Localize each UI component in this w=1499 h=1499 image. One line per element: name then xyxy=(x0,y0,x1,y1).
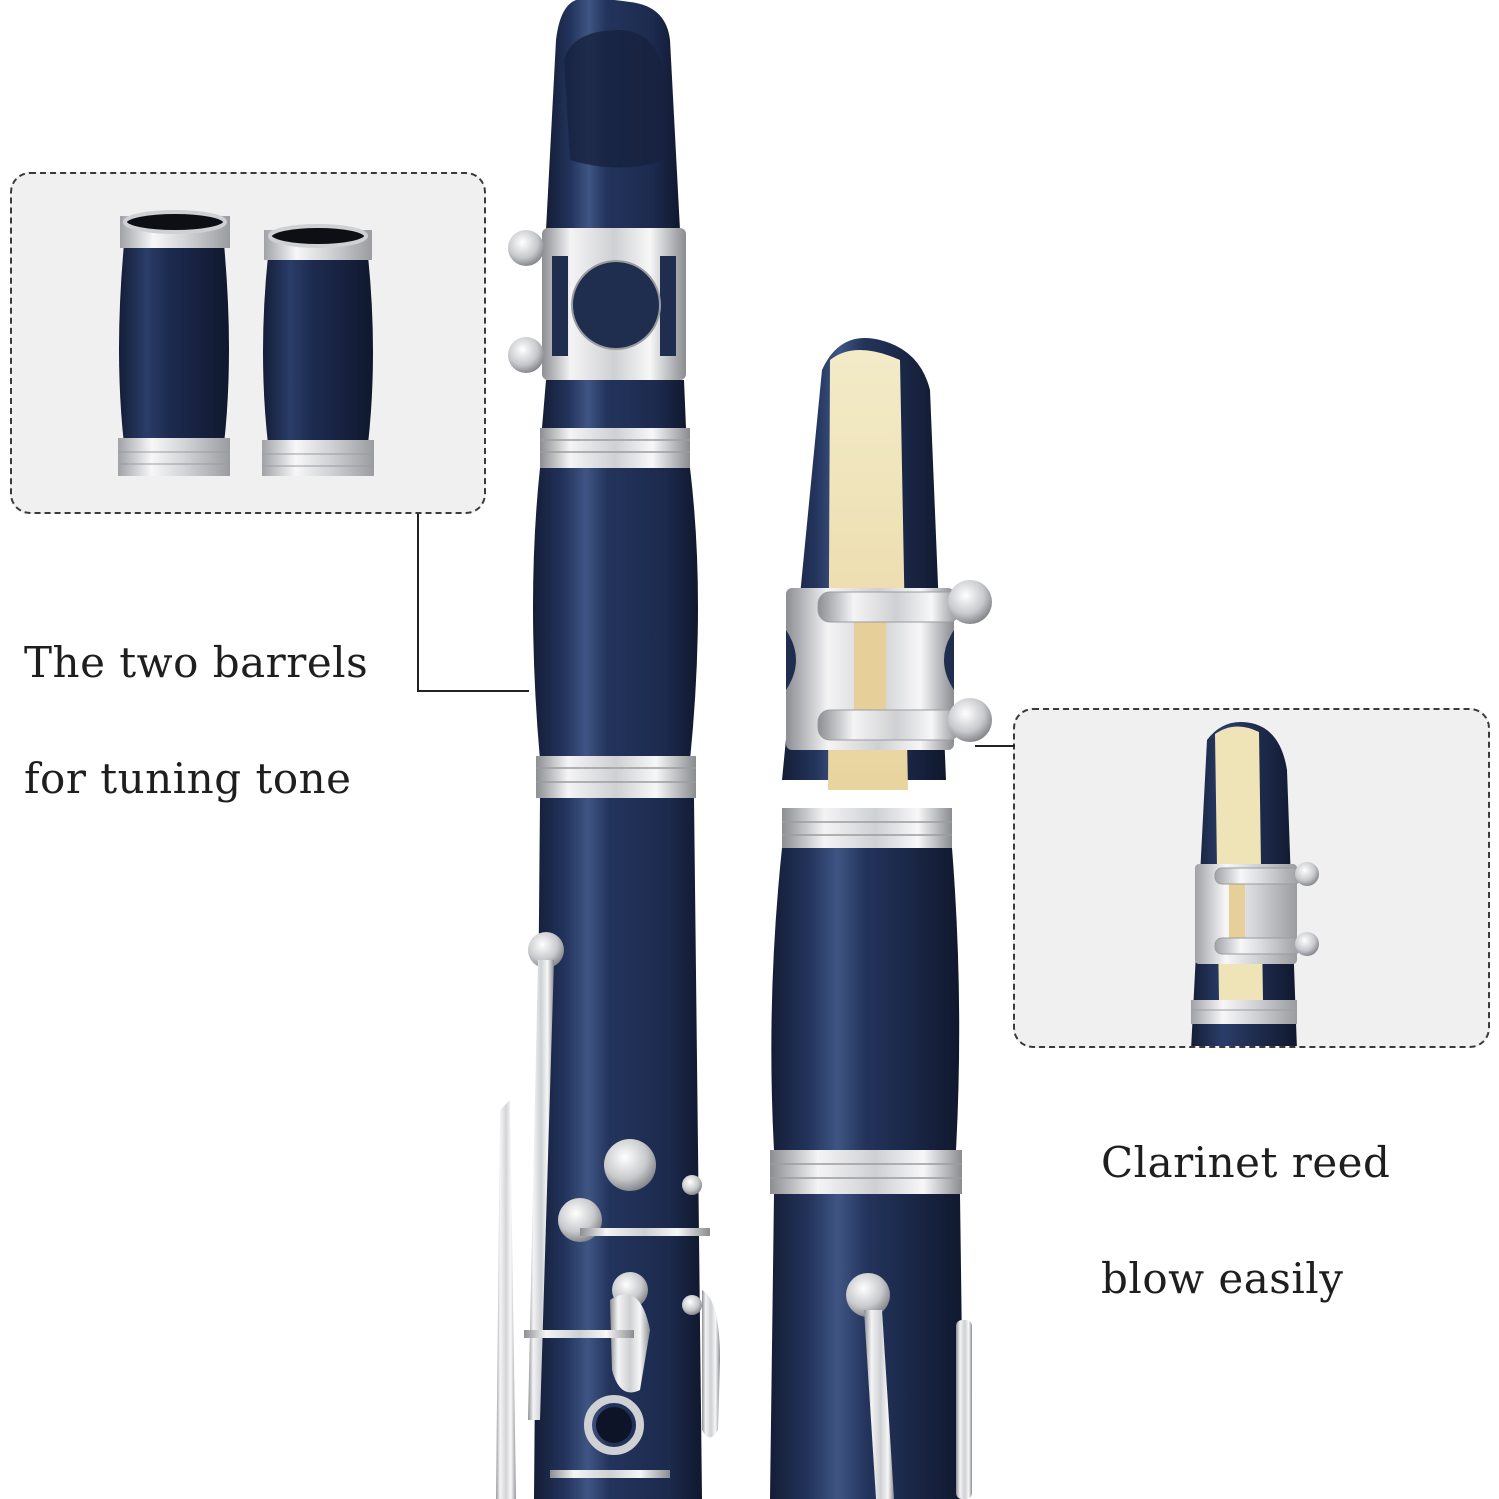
clarinet-right xyxy=(760,330,1000,1499)
reed-callout-box xyxy=(1013,708,1490,1048)
barrels-image xyxy=(118,210,374,476)
barrels-callout-box xyxy=(10,172,486,514)
reed-caption: Clarinet reed blow easily xyxy=(1101,1076,1390,1366)
clarinet-left-illustration xyxy=(496,0,720,1499)
barrels-caption: The two barrels for tuning tone xyxy=(24,576,368,866)
reed-caption-line1: Clarinet reed xyxy=(1101,1138,1391,1187)
barrels-caption-line1: The two barrels xyxy=(24,638,369,687)
barrel-1 xyxy=(118,210,230,476)
reed-closeup-image xyxy=(1191,722,1319,1046)
barrels-leader-vertical xyxy=(417,514,419,692)
clarinet-left xyxy=(480,0,760,1499)
barrels-leader-horizontal xyxy=(417,690,529,692)
reed-caption-line2: blow easily xyxy=(1101,1254,1344,1303)
reed-leader-horizontal xyxy=(975,745,1015,747)
clarinet-right-illustration xyxy=(770,338,992,1499)
barrel-2 xyxy=(262,224,374,476)
barrels-caption-line2: for tuning tone xyxy=(24,754,352,803)
